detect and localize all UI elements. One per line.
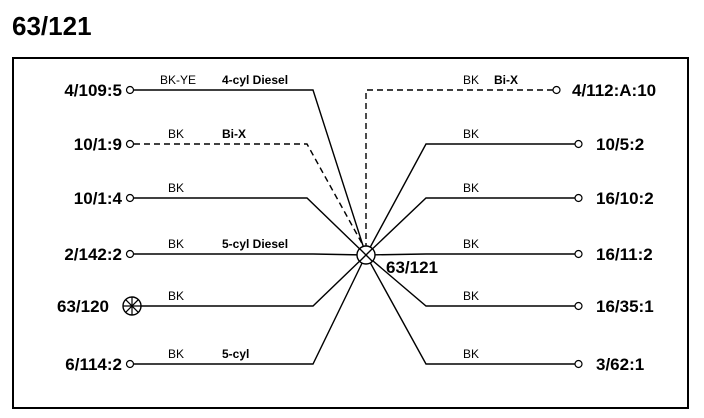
hub-label: 63/121 — [386, 258, 438, 277]
wire-color-label: BK — [168, 181, 184, 195]
wire-left — [134, 143, 365, 248]
terminal-label: 16/10:2 — [596, 189, 654, 208]
terminal-label: 63/120 — [57, 297, 109, 316]
terminal-label: 10/1:4 — [74, 189, 123, 208]
terminal-connector — [125, 139, 135, 149]
terminal-connector — [574, 139, 583, 149]
terminal-connector — [552, 85, 561, 95]
terminal-label: 16/11:2 — [596, 245, 653, 264]
terminal-label: 4/112:A:10 — [572, 81, 656, 100]
terminal-label: 10/1:9 — [74, 135, 122, 154]
splice-icon — [122, 296, 142, 316]
terminal-label: 2/142:2 — [64, 245, 122, 264]
wire-color-label: BK — [168, 347, 184, 361]
hub-splice-icon — [356, 245, 376, 265]
wire-right — [365, 254, 575, 365]
diagram-title: 63/121 — [12, 11, 92, 41]
wire-left — [134, 89, 367, 256]
wire-right — [365, 253, 575, 256]
wire-right — [365, 254, 575, 307]
wire-left — [134, 253, 367, 256]
terminal-label: 6/114:2 — [65, 355, 122, 374]
wire-right — [365, 89, 553, 246]
wire-note-label: 5-cyl — [222, 347, 249, 361]
wire-left — [134, 197, 367, 256]
wire-color-label: BK — [168, 237, 184, 251]
terminal-connector — [574, 359, 583, 369]
wire-color-label: BK — [463, 73, 479, 87]
wire-color-label: BK — [463, 237, 479, 251]
wire-note-label: 4-cyl Diesel — [222, 73, 288, 87]
wire-color-label: BK — [463, 289, 479, 303]
terminal-connector — [125, 249, 135, 259]
terminal-label: 3/62:1 — [596, 355, 644, 374]
terminal-label: 4/109:5 — [64, 81, 122, 100]
terminal-connector — [574, 301, 583, 311]
wire-color-label: BK — [463, 347, 479, 361]
terminal-connector — [574, 193, 583, 203]
wire-note-label: 5-cyl Diesel — [222, 237, 288, 251]
diagram-frame — [12, 57, 689, 409]
terminal-connector — [125, 359, 135, 369]
wire-note-label: Bi-X — [494, 73, 518, 87]
wire-right — [365, 197, 575, 256]
wire-color-label: BK-YE — [160, 73, 196, 87]
wire-left — [141, 254, 367, 307]
terminal-connector — [574, 249, 583, 259]
terminal-label: 10/5:2 — [596, 135, 644, 154]
wire-note-label: Bi-X — [222, 127, 246, 141]
wire-color-label: BK — [168, 289, 184, 303]
wire-right — [365, 143, 575, 256]
terminal-connector — [125, 85, 135, 95]
wire-color-label: BK — [463, 181, 479, 195]
terminal-connector — [125, 193, 135, 203]
terminal-label: 16/35:1 — [596, 297, 654, 316]
wire-color-label: BK — [463, 127, 479, 141]
wire-color-label: BK — [168, 127, 184, 141]
wire-left — [134, 254, 367, 365]
